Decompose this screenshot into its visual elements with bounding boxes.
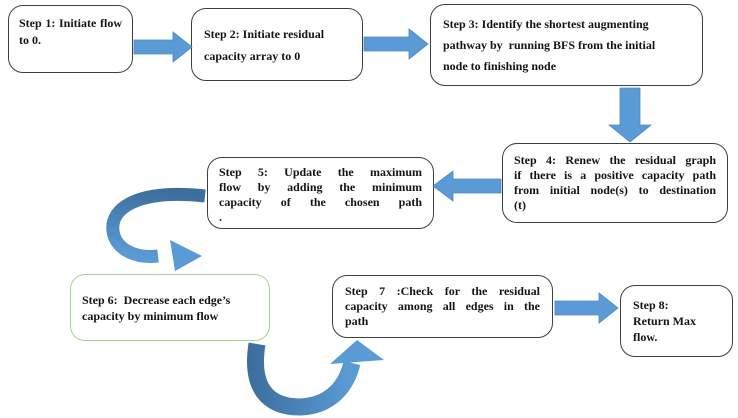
- step-6-text: Step 6: Decrease each edge’s capacity by…: [82, 292, 234, 323]
- step-3-text: Step 3: Identify the shortest augmenting…: [443, 16, 656, 73]
- step-5-text: Step 5: Update the maximum flow by addin…: [219, 165, 422, 224]
- arrow-step3-to-step4-icon: [607, 87, 653, 143]
- arrow-step1-to-step2-icon: [133, 31, 193, 63]
- arrow-step2-to-step3-icon: [363, 28, 429, 60]
- step-5-box: Step 5: Update the maximum flow by addin…: [207, 157, 434, 229]
- step-8-box: Step 8: Return Max flow.: [620, 285, 733, 357]
- step-1-box: Step 1: Initiate flow to 0.: [8, 5, 133, 73]
- arrow-step7-to-step8-icon: [554, 292, 619, 324]
- step-7-text: Step 7 :Check for the residual capacity …: [345, 284, 540, 328]
- step-4-text: Step 4: Renew the residual graph if ther…: [514, 153, 716, 212]
- step-4-box: Step 4: Renew the residual graph if ther…: [502, 143, 728, 223]
- step-1-text: Step 1: Initiate flow to 0.: [19, 16, 125, 47]
- step-8-text: Step 8: Return Max flow.: [633, 298, 696, 344]
- step-2-text: Step 2: Initiate residual capacity array…: [204, 26, 325, 63]
- step-7-box: Step 7 :Check for the residual capacity …: [332, 275, 553, 338]
- step-3-box: Step 3: Identify the shortest augmenting…: [430, 4, 703, 86]
- arrow-step4-to-step5-icon: [432, 170, 502, 202]
- step-6-box: Step 6: Decrease each edge’s capacity by…: [70, 274, 270, 341]
- arrow-step5-to-step6-icon: [106, 187, 206, 271]
- step-2-box: Step 2: Initiate residual capacity array…: [191, 8, 363, 81]
- arrow-step6-to-step7-icon: [247, 340, 384, 416]
